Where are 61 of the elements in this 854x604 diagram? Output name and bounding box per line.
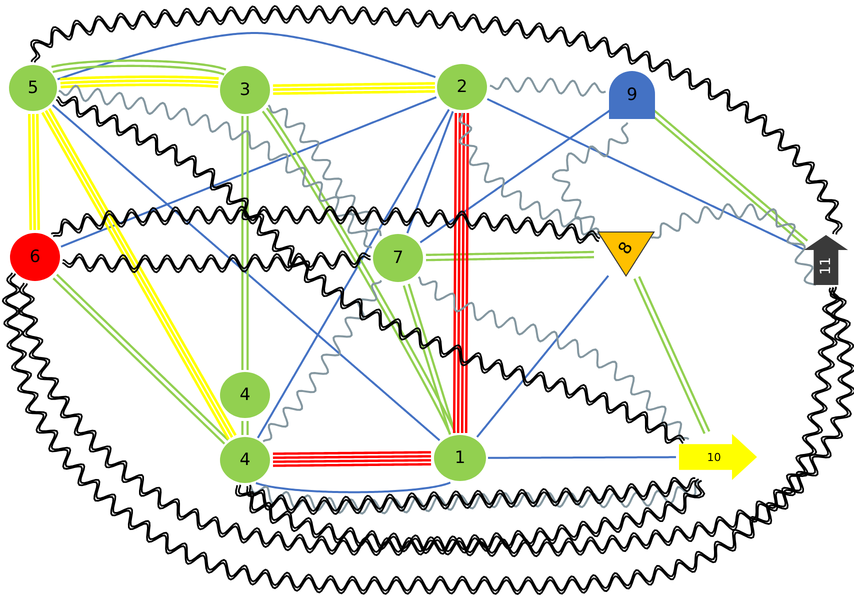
wavy-connector — [50, 206, 601, 244]
wavy-connector — [552, 122, 629, 238]
connector — [402, 282, 456, 436]
connector — [633, 276, 710, 435]
connector — [452, 112, 470, 434]
circle-node — [220, 66, 270, 114]
connector — [272, 451, 432, 467]
node-label: 4 — [240, 452, 250, 468]
node-label: 10 — [707, 452, 721, 462]
node-label: 8 — [616, 239, 636, 257]
connector — [406, 111, 454, 234]
node-label: 11 — [819, 257, 833, 275]
triangle-node — [597, 231, 655, 277]
dome-node — [609, 71, 655, 119]
arrow-node — [804, 235, 848, 285]
connector — [52, 104, 440, 442]
circle-node — [373, 234, 423, 282]
connector — [50, 60, 227, 76]
circle-node — [9, 65, 57, 111]
node-label: 9 — [626, 86, 638, 104]
wavy-connector — [268, 104, 382, 236]
wavy-connector — [2, 272, 854, 595]
connector — [420, 109, 612, 244]
circle-node — [434, 435, 486, 481]
node-label: 1 — [454, 450, 466, 466]
connector — [28, 112, 40, 232]
connector — [58, 76, 220, 88]
connector — [256, 482, 451, 494]
connector — [57, 32, 436, 80]
wavy-connector — [62, 250, 372, 274]
wavy-connector — [490, 76, 606, 97]
connector — [272, 82, 436, 95]
wavy-connector — [458, 112, 603, 238]
wavy-connector — [58, 84, 372, 249]
connector — [241, 114, 249, 372]
wavy-connector — [55, 96, 686, 444]
node-label: 2 — [456, 78, 468, 96]
node-label: 7 — [392, 250, 404, 266]
connector — [476, 275, 610, 438]
wavy-connector — [262, 280, 382, 442]
wavy-connector — [30, 5, 843, 236]
node-label: 3 — [240, 82, 250, 98]
wavy-connector — [235, 286, 841, 558]
connector — [241, 420, 249, 436]
connector — [60, 96, 437, 248]
connector — [488, 456, 676, 459]
connector — [424, 250, 596, 262]
circle-node — [220, 437, 270, 483]
arrow-node — [679, 434, 757, 480]
node-label: 4 — [240, 386, 250, 404]
wavy-connector — [18, 282, 706, 556]
connector — [486, 98, 804, 250]
wavy-connector — [418, 276, 689, 440]
wavy-connector — [651, 203, 816, 286]
circle-node — [10, 233, 60, 281]
connector — [52, 273, 230, 445]
node-label: 5 — [28, 80, 38, 96]
circle-node — [437, 64, 487, 110]
connector — [41, 107, 237, 441]
node-label: 6 — [30, 248, 40, 266]
circle-node — [220, 372, 270, 418]
